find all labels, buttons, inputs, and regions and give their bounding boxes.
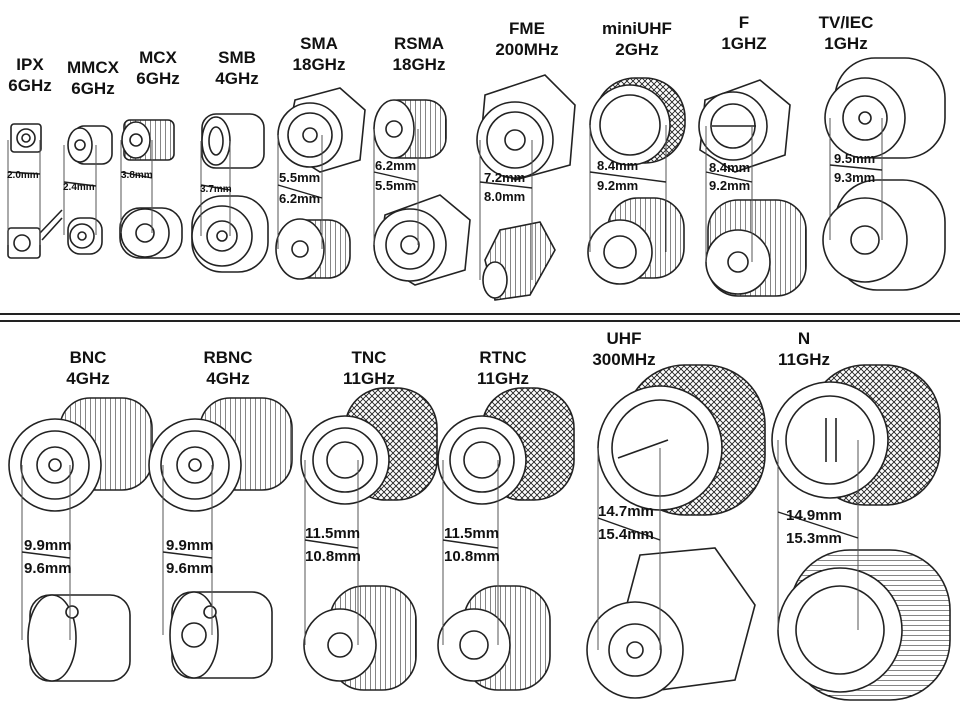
smb-plug [201,113,265,169]
dim-f-1: 8.4mm [709,160,750,175]
uhf-plug [597,364,766,516]
rsma-plug [373,99,447,159]
rtnc-jack [437,585,551,691]
tv-iec-jack [822,179,946,291]
rtnc-plug [437,387,575,505]
tnc-jack [303,585,417,691]
fme-plug [476,74,576,181]
dim-bnc-2: 9.6mm [24,560,72,577]
bnc-jack [27,594,131,682]
dim-miniuhf-2: 9.2mm [597,178,638,193]
dim-fme-1: 7.2mm [484,170,525,185]
dim-fme-2: 8.0mm [484,189,525,204]
miniuhf-plug [589,77,686,166]
dim-mmcx-1: 2.4mm [63,182,95,193]
dim-bnc-1: 9.9mm [24,537,72,554]
smb-jack [191,195,269,273]
dim-rbnc-2: 9.6mm [166,560,214,577]
dim-rbnc-1: 9.9mm [166,537,214,554]
miniuhf-jack [587,197,685,285]
sma-plug [277,87,366,173]
dim-rtnc-1: 11.5mm [444,525,499,542]
dim-rtnc-2: 10.8mm [444,548,500,565]
tv-iec-plug [824,57,946,159]
dimension-arrows [7,164,883,559]
dim-rsma-1: 6.2mm [375,158,416,173]
f-plug [698,79,791,173]
ipx-plug [10,123,42,153]
mcx-plug [121,119,175,161]
mcx-jack [119,207,183,259]
sma-jack [275,218,351,280]
n-plug [771,364,941,506]
row-divider-top [0,313,960,315]
tnc-plug [300,387,438,505]
dimension-guides [7,118,883,650]
dim-sma-1: 5.5mm [279,170,320,185]
dim-tv-iec-1: 9.5mm [834,151,875,166]
dim-ipx-1: 2.0mm [7,170,39,181]
mmcx-jack [67,217,103,255]
dim-mcx-1: 3.8mm [121,170,153,181]
dim-tnc-1: 11.5mm [305,525,360,542]
row-divider-bottom [0,320,960,322]
rbnc-jack [169,591,273,679]
dim-smb-1: 3.7mm [200,184,232,195]
rbnc-plug [148,397,293,512]
fme-jack [482,221,556,301]
dim-n-2: 15.3mm [786,530,842,547]
dim-n-1: 14.9mm [786,507,842,524]
dim-rsma-2: 5.5mm [375,178,416,193]
ipx-jack [7,209,63,259]
n-jack [777,549,951,701]
dim-f-2: 9.2mm [709,178,750,193]
f-jack [705,199,807,297]
bnc-plug [8,397,153,512]
dim-sma-2: 6.2mm [279,191,320,206]
mmcx-plug [67,125,113,165]
dim-miniuhf-1: 8.4mm [597,158,638,173]
dim-uhf-1: 14.7mm [598,503,654,520]
dim-tv-iec-2: 9.3mm [834,170,875,185]
dim-tnc-2: 10.8mm [305,548,361,565]
uhf-jack [586,547,756,699]
dim-uhf-2: 15.4mm [598,526,654,543]
rsma-jack [373,194,471,286]
